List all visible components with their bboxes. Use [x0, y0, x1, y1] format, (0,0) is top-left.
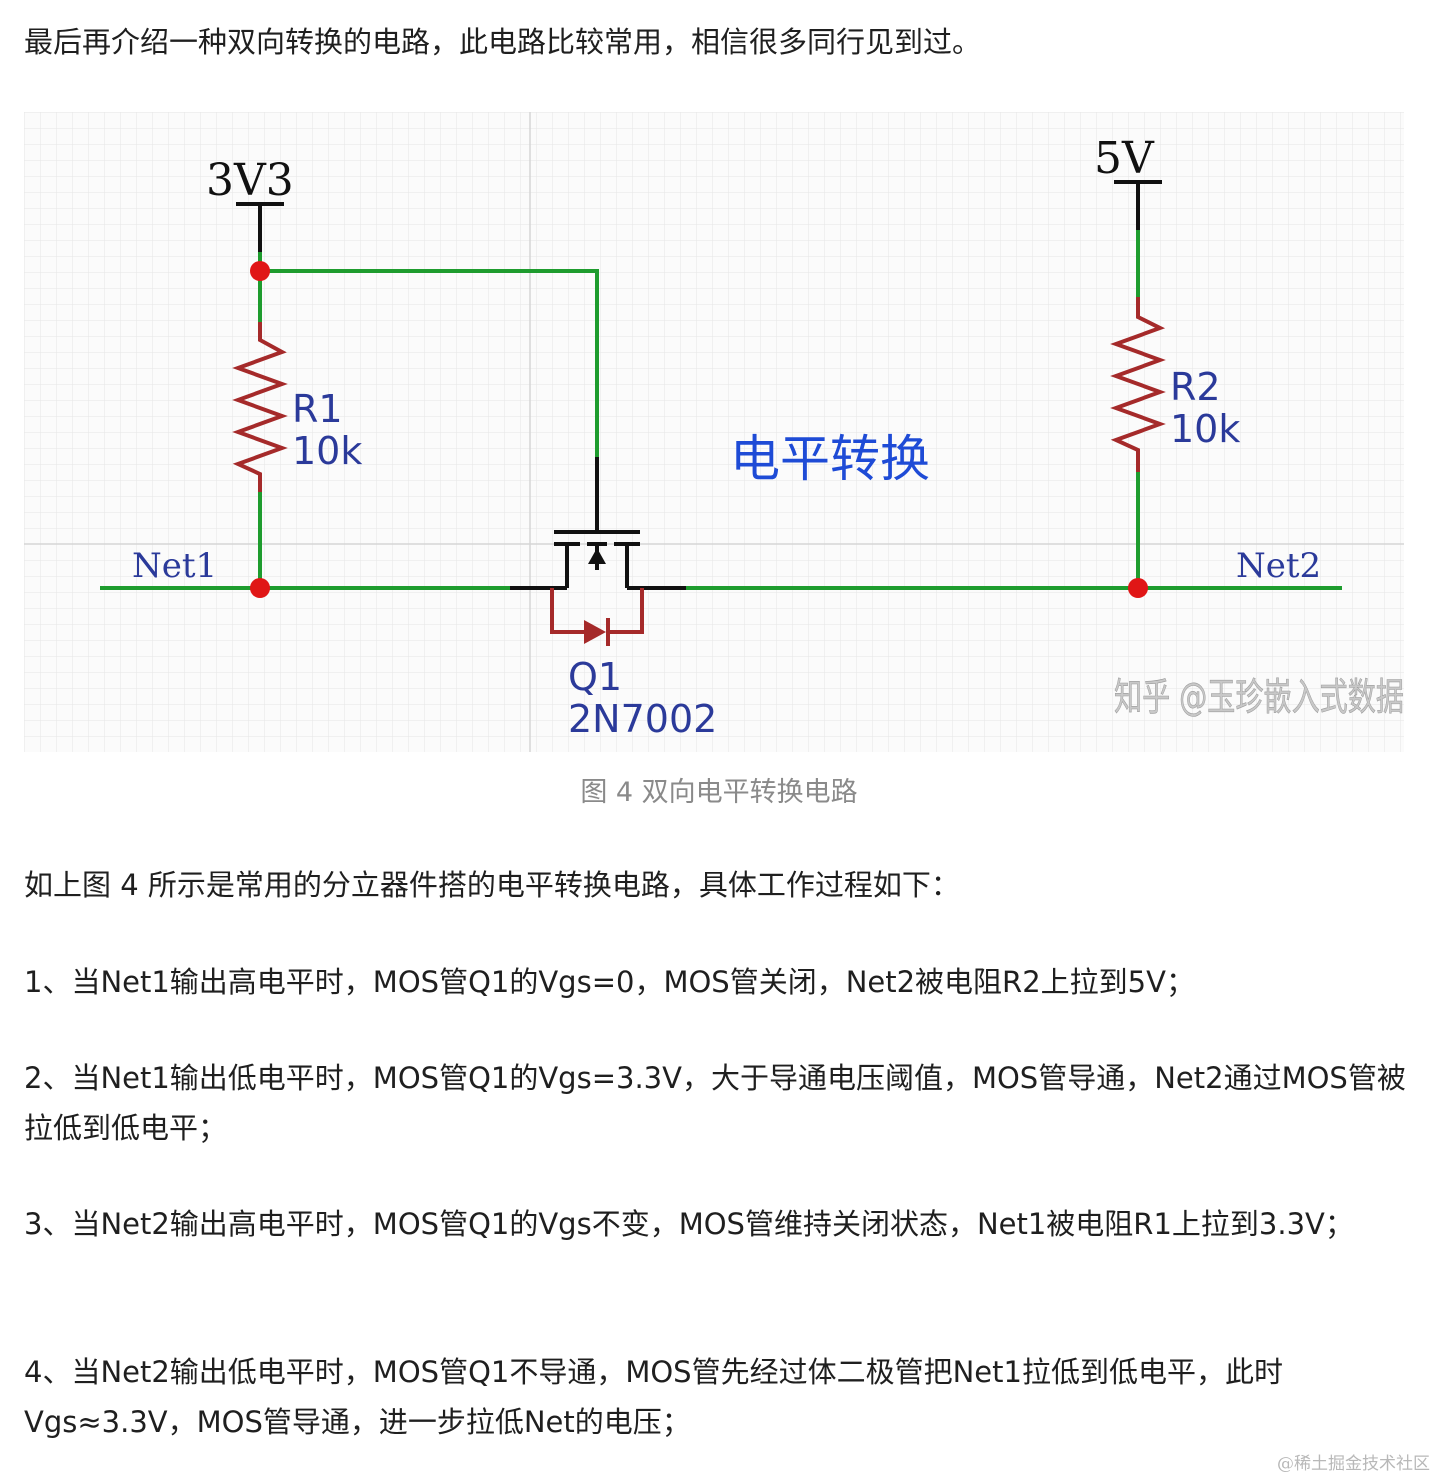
r2-ref-label: R2: [1170, 365, 1221, 409]
supply-5v-label: 5V: [1094, 133, 1155, 184]
net2-label: Net2: [1236, 546, 1321, 586]
level-shifter-schematic: 3V3 5V R1 10k R2 10k Net1 Net2 Q1 2N7002…: [24, 112, 1404, 752]
junction-dot: [250, 578, 270, 598]
diagram-title: 电平转换: [730, 430, 930, 488]
net1-label: Net1: [132, 546, 217, 586]
wires: [100, 230, 1342, 590]
resistor-r2: [1110, 297, 1166, 472]
resistor-r1: [232, 322, 288, 492]
q1-ref-label: Q1: [568, 655, 622, 699]
supply-3v3-symbol: [236, 202, 284, 252]
step-paragraph: 4、当Net2输出低电平时，MOS管Q1不导通，MOS管先经过体二极管把Net1…: [24, 1355, 1283, 1439]
intro-paragraph: 最后再介绍一种双向转换的电路，此电路比较常用，相信很多同行见到过。: [24, 25, 982, 59]
watermark: 知乎 @玉珍嵌入式数据: [1114, 675, 1404, 719]
grid: [24, 112, 1404, 752]
r1-value-label: 10k: [292, 429, 362, 473]
supply-3v3-label: 3V3: [206, 155, 294, 206]
footer-credit: @稀土掘金技术社区: [1277, 1454, 1430, 1474]
step-paragraph: 1、当Net1输出高电平时，MOS管Q1的Vgs=0，MOS管关闭，Net2被电…: [24, 965, 1195, 999]
figure-caption: 图 4 双向电平转换电路: [580, 777, 858, 808]
lead-paragraph: 如上图 4 所示是常用的分立器件搭的电平转换电路，具体工作过程如下：: [24, 868, 960, 902]
step-paragraph: 3、当Net2输出高电平时，MOS管Q1的Vgs不变，MOS管维持关闭状态，Ne…: [24, 1207, 1354, 1241]
q1-part-label: 2N7002: [568, 697, 717, 741]
r1-ref-label: R1: [292, 387, 343, 431]
r2-value-label: 10k: [1170, 407, 1240, 451]
step-paragraph: 2、当Net1输出低电平时，MOS管Q1的Vgs=3.3V，大于导通电压阈值，M…: [24, 1061, 1406, 1145]
junction-dot: [250, 261, 270, 281]
body-diode: [550, 588, 644, 646]
junction-dot: [1128, 578, 1148, 598]
mosfet-q1: [510, 457, 686, 590]
supply-5v-symbol: [1114, 180, 1162, 230]
